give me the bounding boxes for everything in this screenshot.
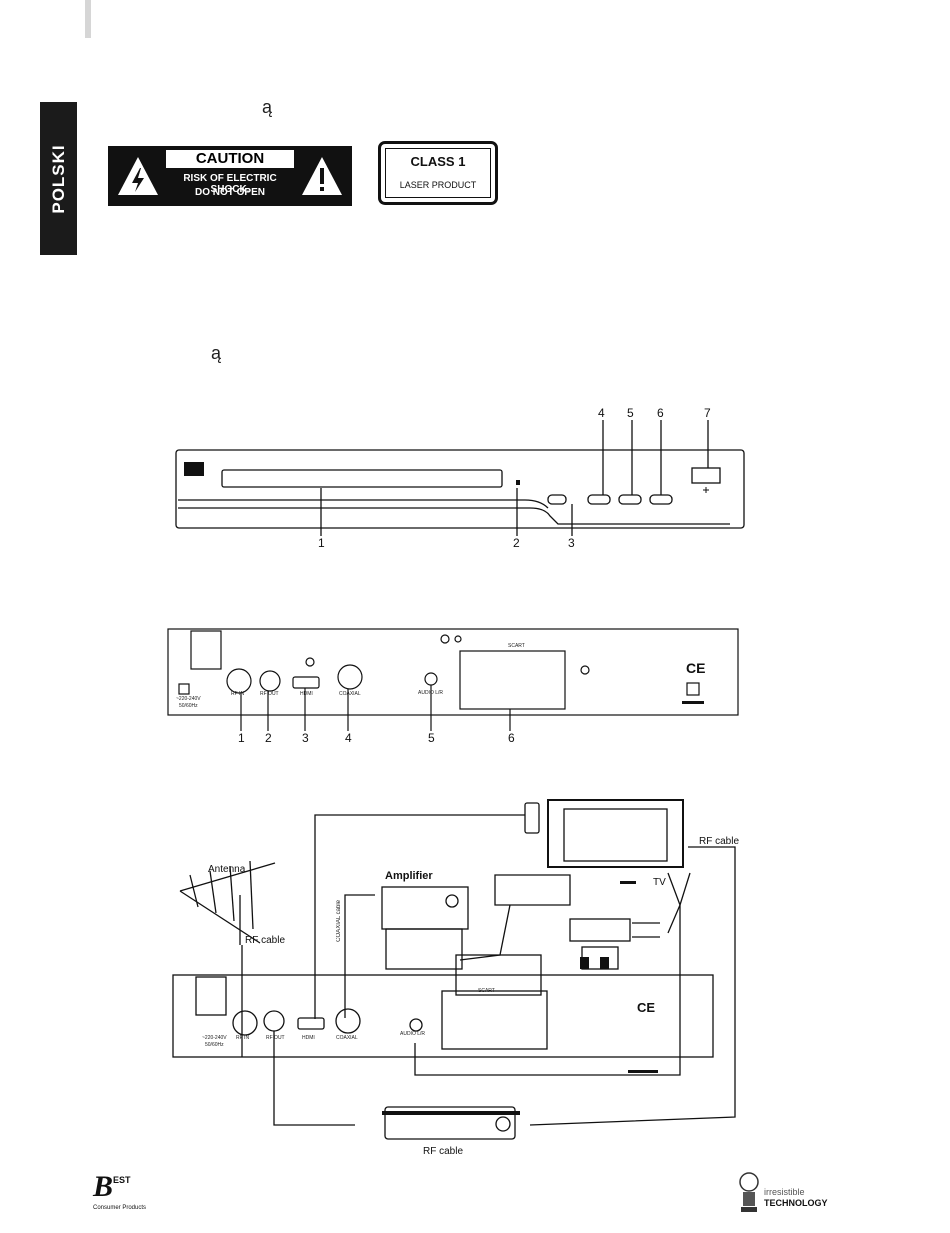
rear-callout-4: 4 (345, 731, 352, 745)
front-callout-2: 2 (513, 536, 520, 550)
front-callout-4: 4 (598, 406, 605, 420)
rf-cable-tv-label: RF cable (699, 836, 740, 847)
caution-line-1: RISK OF ELECTRIC SHOCK. (183, 173, 277, 195)
rear-panel-drawing (167, 628, 739, 731)
rear-callout-3: 3 (302, 731, 309, 745)
rear-audio-label: AUDIO L/R (418, 690, 444, 696)
irresistible-text: irresistible (764, 1187, 805, 1197)
antenna-label: Antenna (208, 864, 246, 875)
front-callout-1: 1 (318, 536, 325, 550)
amplifier-label: Amplifier (385, 870, 433, 882)
weee-bin-icon (686, 682, 700, 696)
technology-text: TECHNOLOGY (764, 1198, 828, 1208)
front-callout-7: 7 (704, 406, 711, 420)
tv-label: TV (653, 877, 666, 888)
diagram-audio-label: AUDIO L/R (400, 1031, 426, 1037)
best-buy-logo-tagline: Consumer Products (93, 1205, 147, 1211)
rear-hdmi-label: HDMI (300, 691, 313, 697)
coaxial-cable-label: COAXIAL cable (336, 900, 342, 942)
brand-logo (184, 462, 204, 476)
caution-line-2: DO NOT OPEN (194, 187, 265, 198)
rear-ce-mark: CE (686, 660, 706, 676)
diagram-hdmi-label: HDMI (302, 1035, 315, 1041)
satellite-receiver-icon (384, 1106, 516, 1140)
connection-diagram (172, 799, 736, 1140)
caution-title: CAUTION (166, 150, 294, 168)
front-callout-6: 6 (657, 406, 664, 420)
rear-power-label: ~220-240V (176, 696, 201, 702)
exclamation-warning-icon (302, 157, 342, 195)
best-buy-logo: B EST Consumer Products (93, 1170, 147, 1212)
best-buy-logo-text: EST (113, 1175, 131, 1185)
front-callout-3: 3 (568, 536, 575, 550)
front-callout-5: 5 (627, 406, 634, 420)
rear-rf-out-label: RF OUT (260, 691, 279, 697)
laser-class-label: CLASS 1 LASER PRODUCT (378, 141, 498, 205)
diagram-scart-label: SCART (478, 988, 495, 994)
rear-callout-6: 6 (508, 731, 515, 745)
diagram-rf-in-label: RF IN (236, 1035, 250, 1041)
diagram-power-label: ~220-240V (202, 1035, 227, 1041)
rf-cable-antenna-label: RF cable (245, 935, 286, 946)
caution-label: CAUTION RISK OF ELECTRIC SHOCK. DO NOT O… (108, 146, 352, 206)
antenna-icon (179, 860, 276, 1057)
usb-icon (703, 487, 709, 493)
diagram-rf-out-label: RF OUT (266, 1035, 285, 1041)
rear-rf-in-label: RF IN (231, 691, 245, 697)
rear-callout-2: 2 (265, 731, 272, 745)
diagram-power-freq-label: 50/60Hz (205, 1042, 224, 1048)
rear-power-freq-label: 50/60Hz (179, 703, 198, 709)
rear-callout-5: 5 (428, 731, 435, 745)
language-tab: POLSKI (40, 102, 77, 255)
front-panel-drawing (175, 420, 745, 536)
rear-coaxial-label: COAXIAL (339, 691, 361, 697)
tv-icon (524, 799, 684, 868)
language-tab-label: POLSKI (48, 143, 68, 214)
margin-bar (85, 0, 91, 38)
lightning-warning-icon (118, 157, 158, 195)
laser-class-subtitle: LASER PRODUCT (399, 180, 477, 190)
laser-class-title: CLASS 1 (410, 154, 466, 169)
rear-callout-1: 1 (238, 731, 245, 745)
heading-char-2: ą (211, 343, 222, 363)
heading-char-1: ą (262, 97, 273, 117)
rf-cable-bottom-label: RF cable (423, 1146, 464, 1157)
robot-mascot-icon (739, 1172, 759, 1212)
amplifier-icon (381, 886, 469, 970)
diagram-ce-mark: CE (637, 1000, 656, 1015)
irresistible-technology-logo: irresistible TECHNOLOGY (736, 1172, 846, 1217)
rear-scart-label: SCART (508, 643, 525, 649)
diagram-coaxial-label: COAXIAL (336, 1035, 358, 1041)
